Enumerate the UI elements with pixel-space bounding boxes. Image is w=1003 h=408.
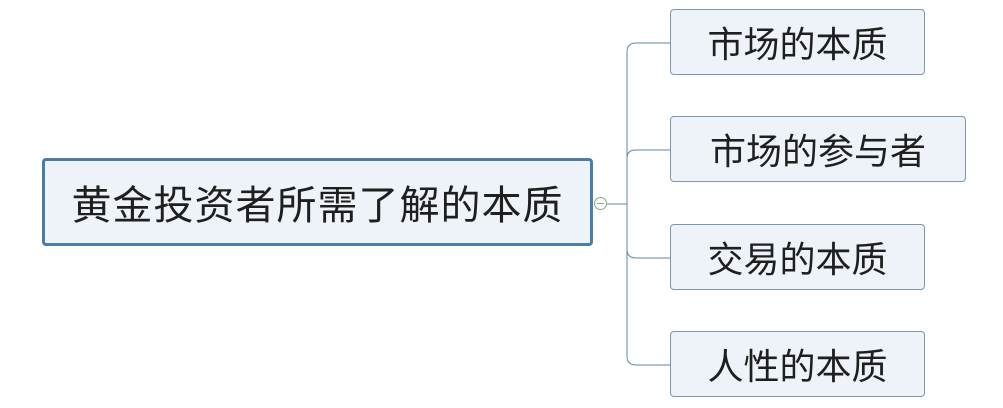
subtopic-label: 人性的本质 [707, 347, 888, 388]
subtopic-label: 市场的参与者 [709, 132, 926, 173]
subtopic-label: 市场的本质 [707, 25, 888, 66]
central-topic[interactable]: 黄金投资者所需了解的本质 [42, 158, 593, 246]
central-topic-label: 黄金投资者所需了解的本质 [71, 183, 564, 229]
connector-branch-3 [626, 248, 670, 259]
connector-branch-2 [626, 149, 670, 159]
subtopic-human-nature[interactable]: 人性的本质 [670, 331, 925, 397]
connector-branch-1 [626, 42, 670, 204]
subtopic-trading-nature[interactable]: 交易的本质 [670, 224, 925, 290]
subtopic-market-nature[interactable]: 市场的本质 [670, 9, 925, 75]
connector-branch-4 [626, 204, 670, 366]
collapse-toggle-icon[interactable] [594, 197, 607, 210]
subtopic-label: 交易的本质 [707, 240, 888, 281]
subtopic-market-participants[interactable]: 市场的参与者 [670, 116, 966, 182]
